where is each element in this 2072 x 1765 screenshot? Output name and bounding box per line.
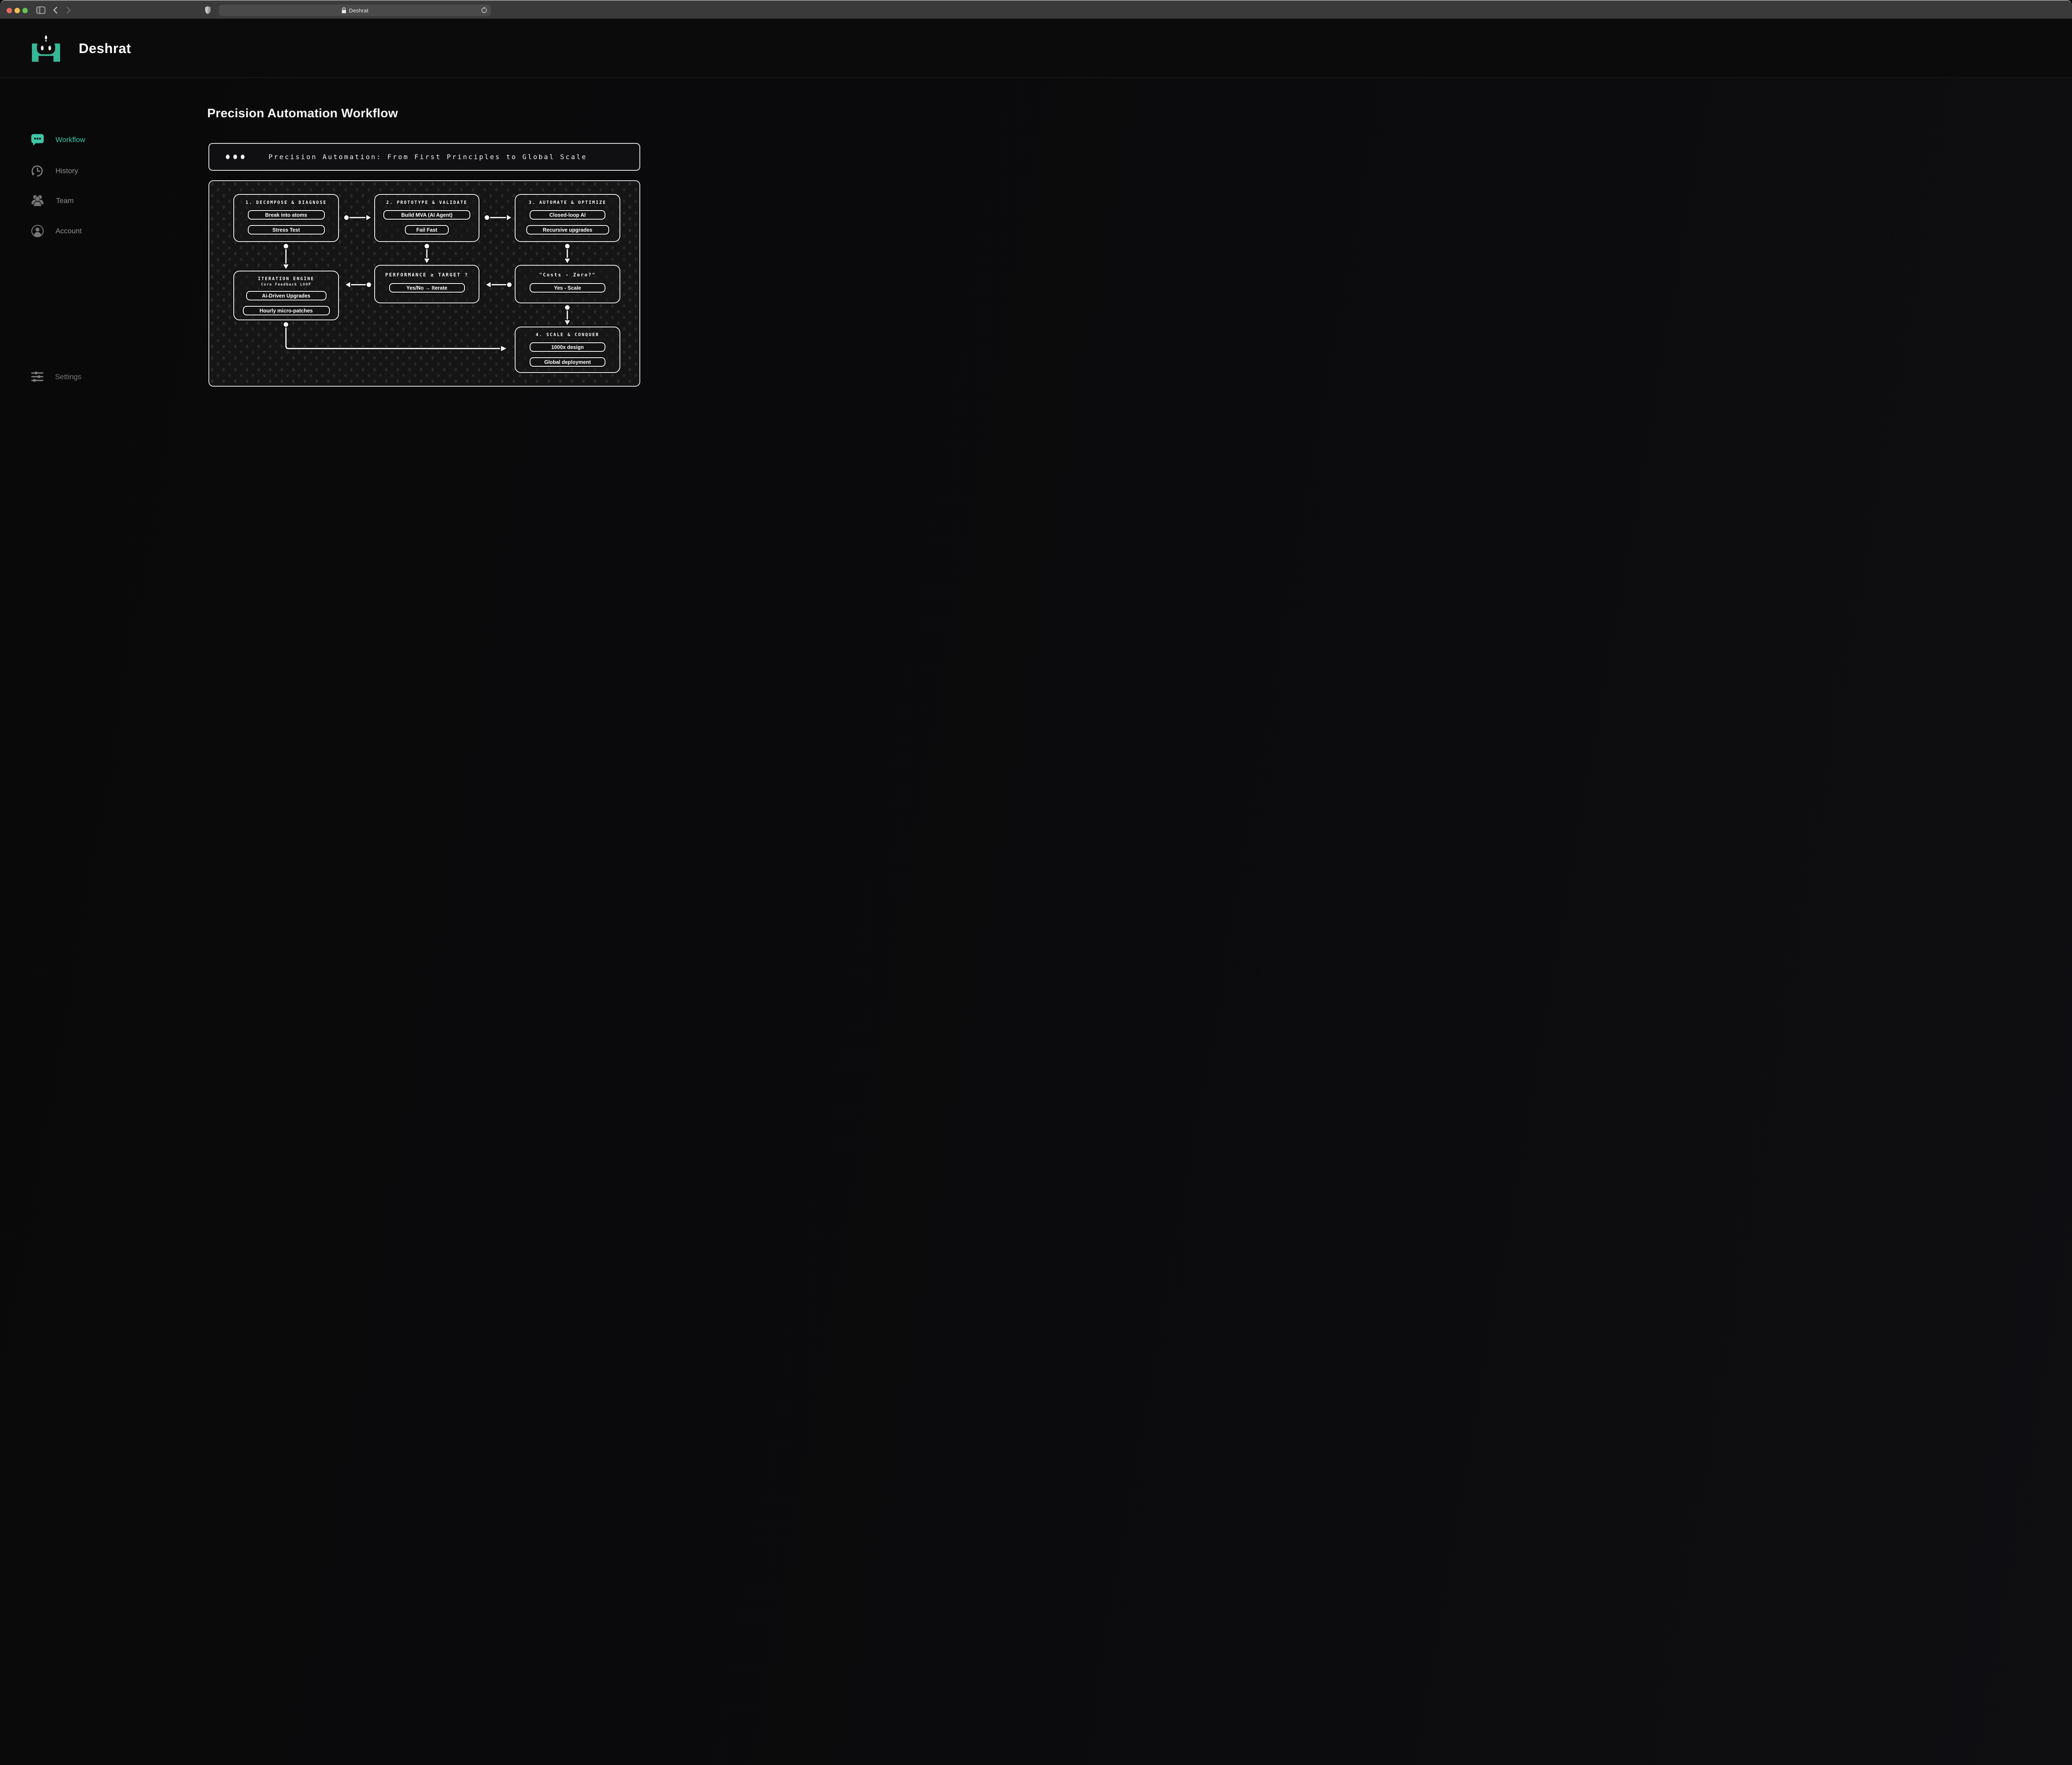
brand-title: Deshrat (79, 41, 131, 56)
node-title: 1. DECOMPOSE & DIAGNOSE (245, 200, 327, 205)
flow-node-iteration-engine[interactable]: ITERATION ENGINE Core Feedback LOOP Ai-D… (233, 271, 339, 320)
sidebar-item-label: Workflow (56, 135, 85, 144)
sidebar-item-label: History (56, 166, 78, 175)
flow-node-automate[interactable]: 3. AUTOMATE & OPTIMIZE Closed-loop AI Re… (515, 194, 620, 242)
flow-node-prototype[interactable]: 2. PROTOTYPE & VALIDATE Build MVA (AI Ag… (374, 194, 479, 242)
sidebar-item-label: Account (56, 226, 82, 235)
close-window-button[interactable] (7, 8, 12, 13)
flow-step-button[interactable]: Global deployment (530, 357, 605, 367)
flow-step-button[interactable]: Yes - Scale (530, 283, 605, 293)
node-title: 3. AUTOMATE & OPTIMIZE (528, 200, 607, 205)
terminal-dots-icon (226, 155, 244, 159)
lock-icon (342, 7, 346, 13)
sidebar-item-label: Team (56, 196, 74, 205)
node-subtitle: Core Feedback LOOP (261, 283, 311, 287)
flow-step-button[interactable]: Build MVA (AI Agent) (383, 210, 470, 220)
node-title: 2. PROTOTYPE & VALIDATE (386, 200, 467, 205)
flow-node-scale-conquer[interactable]: 4. SCALE & CONQUER 1000x design Global d… (515, 327, 620, 373)
deshrat-logo-icon (32, 35, 60, 62)
flow-node-performance-check[interactable]: PERFORMANCE ≥ TARGET ? Yes/No → Iterate (374, 265, 479, 303)
flow-arrows (282, 214, 571, 352)
app-content: Deshrat Workflow History (0, 19, 2072, 1765)
flow-step-button[interactable]: Fail Fast (405, 225, 449, 235)
terminal-title-bar: Precision Automation: From First Princip… (208, 143, 640, 171)
flow-step-button[interactable]: Recursive upgrades (526, 225, 609, 235)
back-icon[interactable] (52, 6, 59, 14)
flow-step-button[interactable]: 1000x design (530, 342, 605, 352)
team-people-icon (31, 195, 44, 207)
minimize-window-button[interactable] (15, 8, 20, 13)
node-title: ITERATION ENGINE (258, 276, 315, 281)
address-text: Deshrat (349, 7, 368, 14)
flow-step-button[interactable]: Ai-Driven Upgrades (246, 291, 327, 300)
flow-step-button[interactable]: Hourly micro-patches (242, 306, 330, 315)
sidebar-item-account[interactable]: Account (31, 223, 164, 239)
sidebar-item-settings[interactable]: Settings (31, 368, 164, 385)
forward-icon[interactable] (65, 6, 72, 14)
chat-bubble-icon (31, 134, 44, 145)
page-title: Precision Automation Workflow (207, 107, 398, 120)
flow-step-button[interactable]: Stress Test (247, 225, 325, 235)
history-clock-icon (31, 165, 43, 177)
flow-node-costs-check[interactable]: "Costs - Zero?" Yes - Scale (515, 265, 620, 303)
app-header: Deshrat (0, 19, 2072, 78)
account-avatar-icon (31, 225, 44, 237)
workflow-canvas[interactable]: 1. DECOMPOSE & DIAGNOSE Break into atoms… (208, 180, 640, 387)
address-bar[interactable]: Deshrat (219, 5, 491, 16)
sidebar-item-workflow[interactable]: Workflow (31, 131, 164, 148)
browser-toolbar: Deshrat (0, 0, 2072, 19)
sidebar-item-team[interactable]: Team (31, 192, 164, 209)
flow-node-decompose[interactable]: 1. DECOMPOSE & DIAGNOSE Break into atoms… (233, 194, 339, 242)
terminal-title-text: Precision Automation: From First Princip… (269, 153, 587, 161)
privacy-shield-icon[interactable] (205, 6, 211, 15)
sidebar-toggle-icon[interactable] (36, 6, 46, 14)
flow-step-button[interactable]: Yes/No → Iterate (389, 283, 465, 293)
node-title: "Costs - Zero?" (539, 272, 596, 278)
flow-step-button[interactable]: Closed-loop AI (530, 210, 605, 220)
flow-step-button[interactable]: Break into atoms (247, 210, 325, 220)
node-title: PERFORMANCE ≥ TARGET ? (385, 272, 469, 278)
node-title: 4. SCALE & CONQUER (535, 332, 600, 337)
sidebar-item-label: Settings (55, 372, 82, 381)
sidebar-item-history[interactable]: History (31, 162, 164, 179)
reload-icon[interactable] (480, 7, 488, 14)
settings-sliders-icon (31, 371, 44, 382)
zoom-window-button[interactable] (22, 8, 28, 13)
